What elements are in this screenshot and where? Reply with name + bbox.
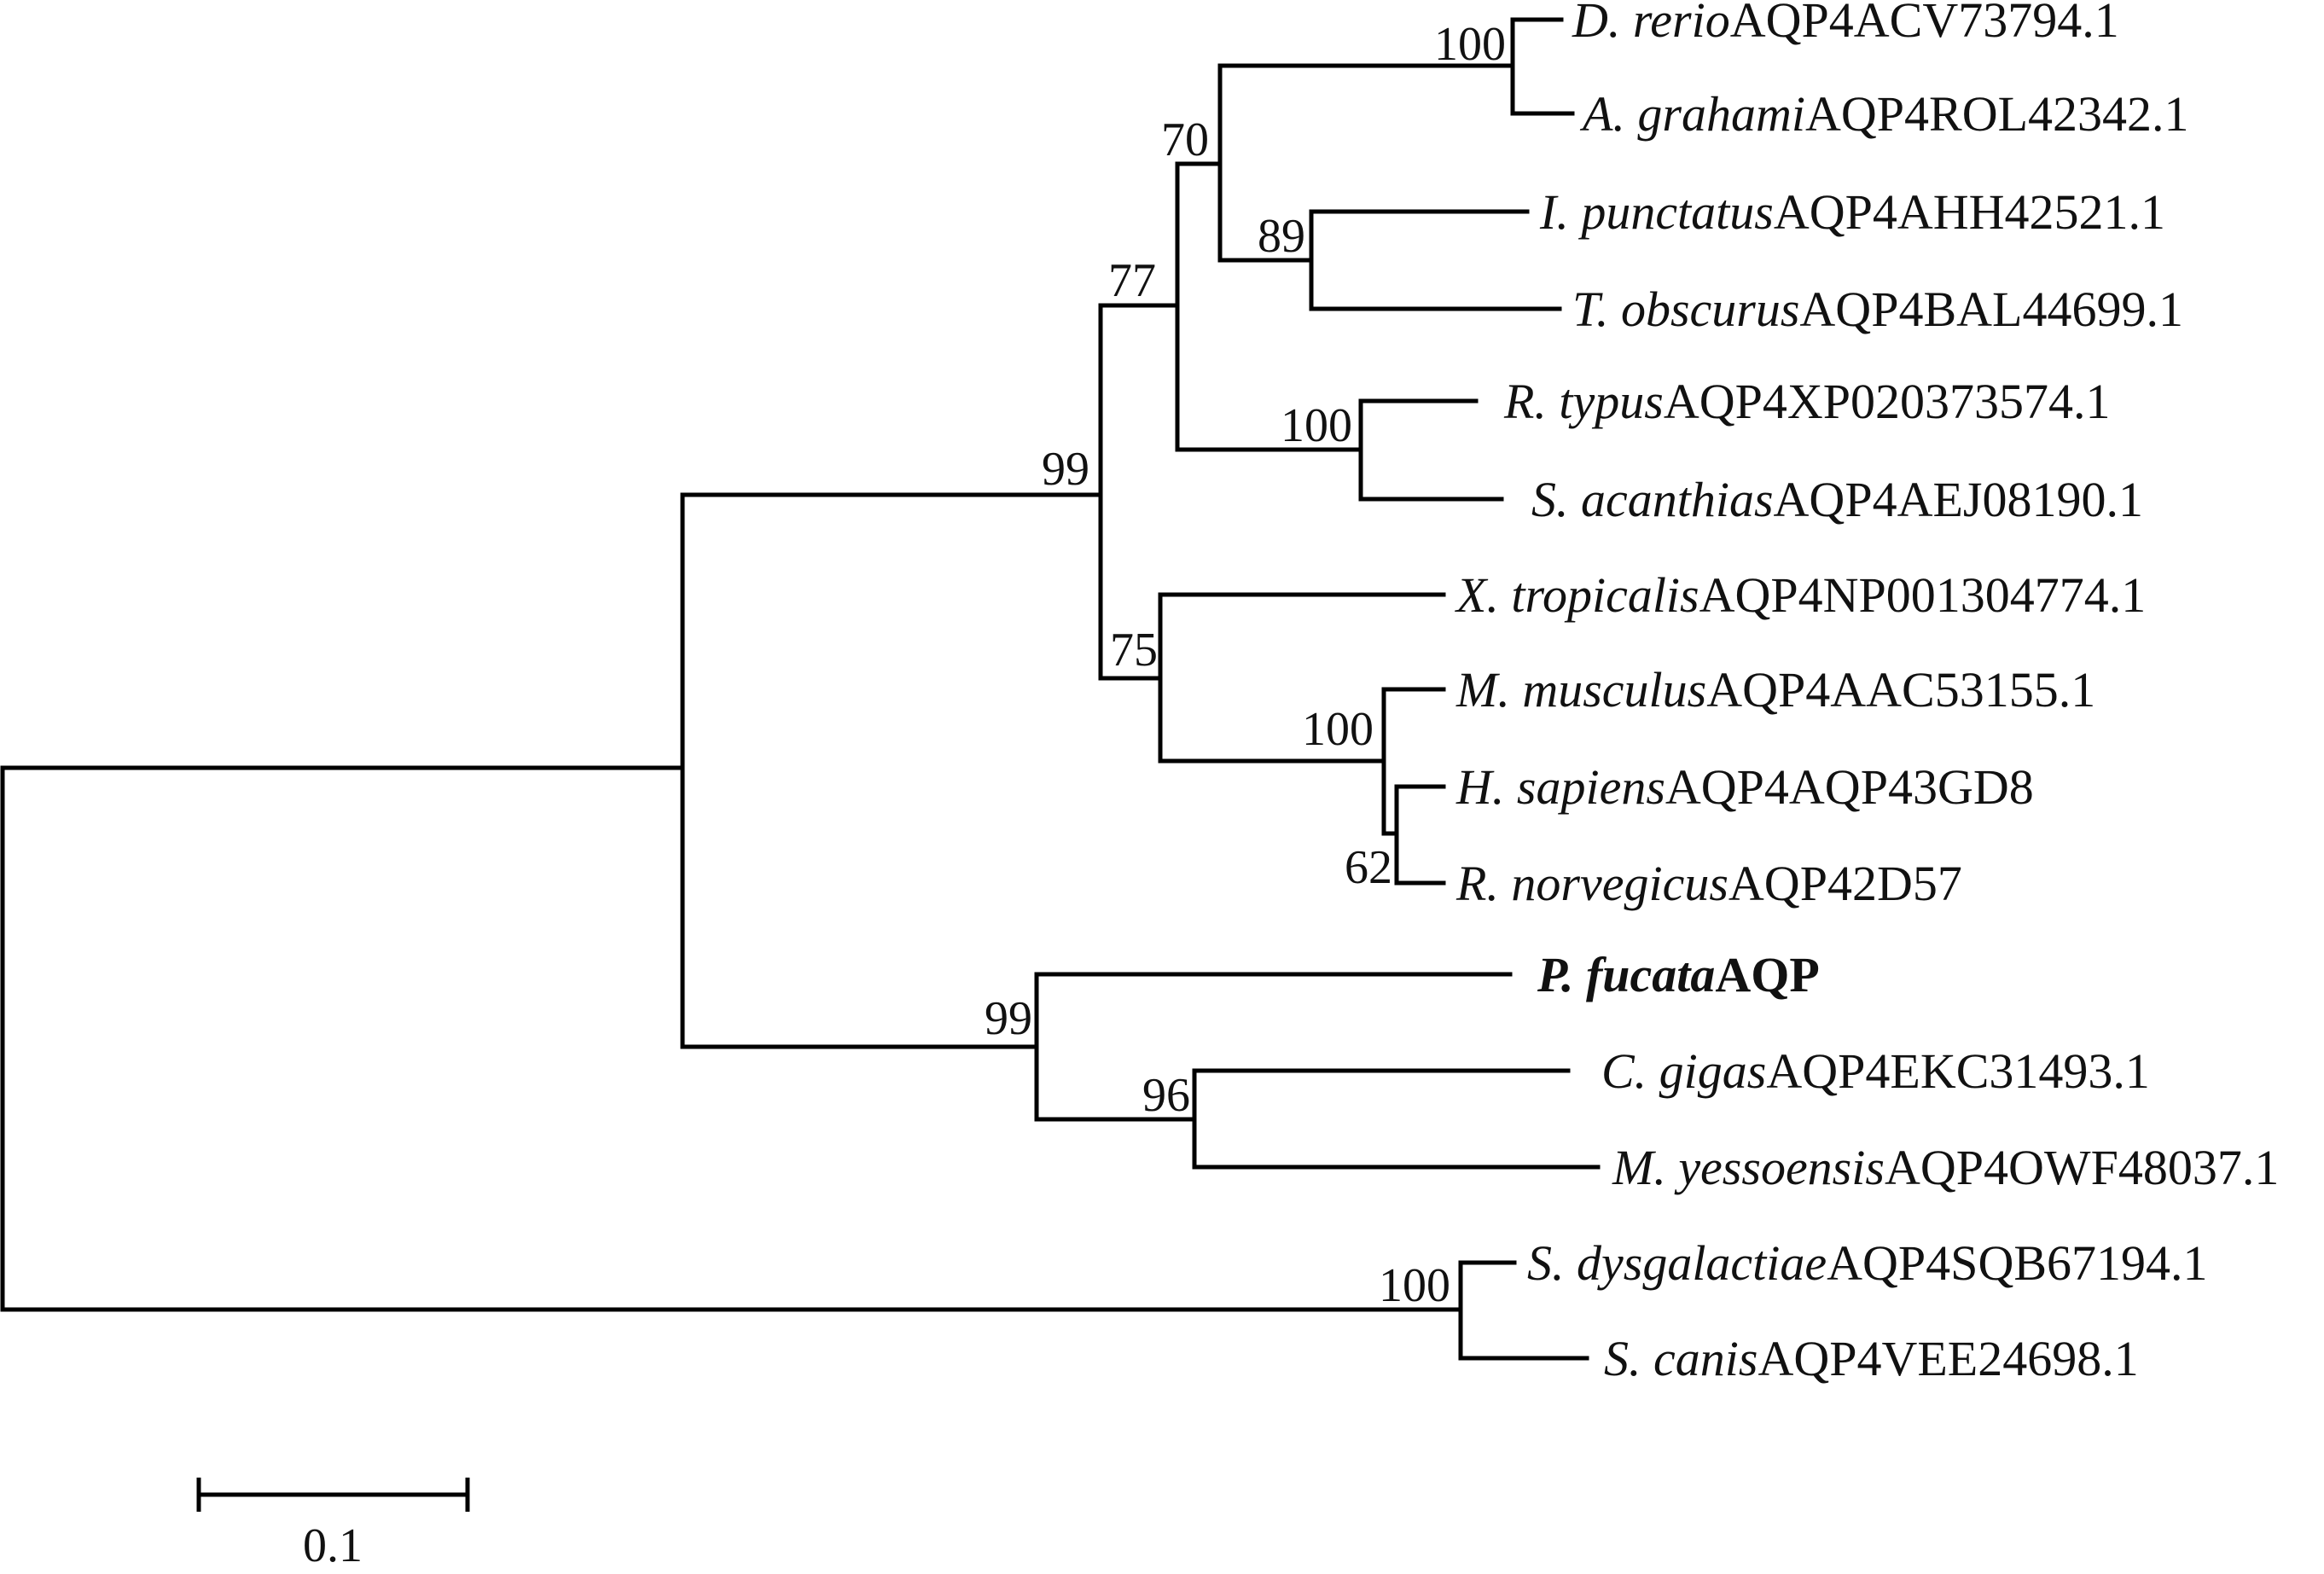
tree-branches bbox=[0, 17, 1601, 1361]
taxon-label-m-musculus: M. musculusAQP4AAC53155.1 bbox=[1455, 662, 2095, 717]
scale-bar-label: 0.1 bbox=[303, 1519, 363, 1572]
taxon-label-d-rerio: D. rerioAQP4ACV73794.1 bbox=[1572, 0, 2119, 48]
bootstrap-label: 100 bbox=[1302, 703, 1374, 756]
bootstrap-values: 100 70 89 77 100 99 75 100 62 99 96 100 bbox=[985, 18, 1506, 1312]
bootstrap-label: 70 bbox=[1161, 113, 1209, 166]
taxon-label-r-typus: R. typusAQP4XP020373574.1 bbox=[1503, 374, 2111, 429]
taxon-label-s-acanthias: S. acanthiasAQP4AEJ08190.1 bbox=[1531, 472, 2143, 527]
bootstrap-label: 99 bbox=[1042, 443, 1089, 496]
bootstrap-label: 100 bbox=[1281, 399, 1352, 452]
bootstrap-label: 89 bbox=[1258, 210, 1305, 263]
taxon-labels: D. rerioAQP4ACV73794.1 A. grahamiAQP4ROL… bbox=[1455, 0, 2279, 1386]
bootstrap-label: 62 bbox=[1345, 841, 1392, 894]
taxon-label-s-canis: S. canisAQP4VEE24698.1 bbox=[1604, 1331, 2139, 1386]
taxon-label-x-tropicalis: X. tropicalisAQP4NP001304774.1 bbox=[1455, 567, 2146, 623]
taxon-label-r-norvegicus: R. norvegicusAQP42D57 bbox=[1455, 856, 1962, 911]
bootstrap-label: 100 bbox=[1379, 1259, 1450, 1312]
bootstrap-label: 75 bbox=[1110, 624, 1158, 677]
bootstrap-label: 96 bbox=[1142, 1069, 1190, 1122]
taxon-label-m-yessoensis: M. yessoensisAQP4OWF48037.1 bbox=[1612, 1140, 2279, 1195]
taxon-label-a-grahami: A. grahamiAQP4ROL42342.1 bbox=[1579, 86, 2189, 142]
taxon-label-c-gigas: C. gigasAQP4EKC31493.1 bbox=[1601, 1043, 2150, 1099]
taxon-label-p-fucata: P. fucataAQP bbox=[1537, 947, 1820, 1002]
scale-bar: 0.1 bbox=[196, 1478, 470, 1572]
taxon-label-h-sapiens: H. sapiensAQP4AQP43GD8 bbox=[1455, 759, 2034, 815]
taxon-label-i-punctatus: I. punctatusAQP4AHH42521.1 bbox=[1539, 184, 2165, 240]
bootstrap-label: 77 bbox=[1108, 254, 1156, 307]
bootstrap-label: 99 bbox=[985, 992, 1032, 1045]
taxon-label-s-dysgalactiae: S. dysgalactiaeAQP4SQB67194.1 bbox=[1527, 1235, 2208, 1291]
bootstrap-label: 100 bbox=[1434, 18, 1506, 71]
taxon-label-t-obscurus: T. obscurusAQP4BAL44699.1 bbox=[1572, 282, 2183, 337]
